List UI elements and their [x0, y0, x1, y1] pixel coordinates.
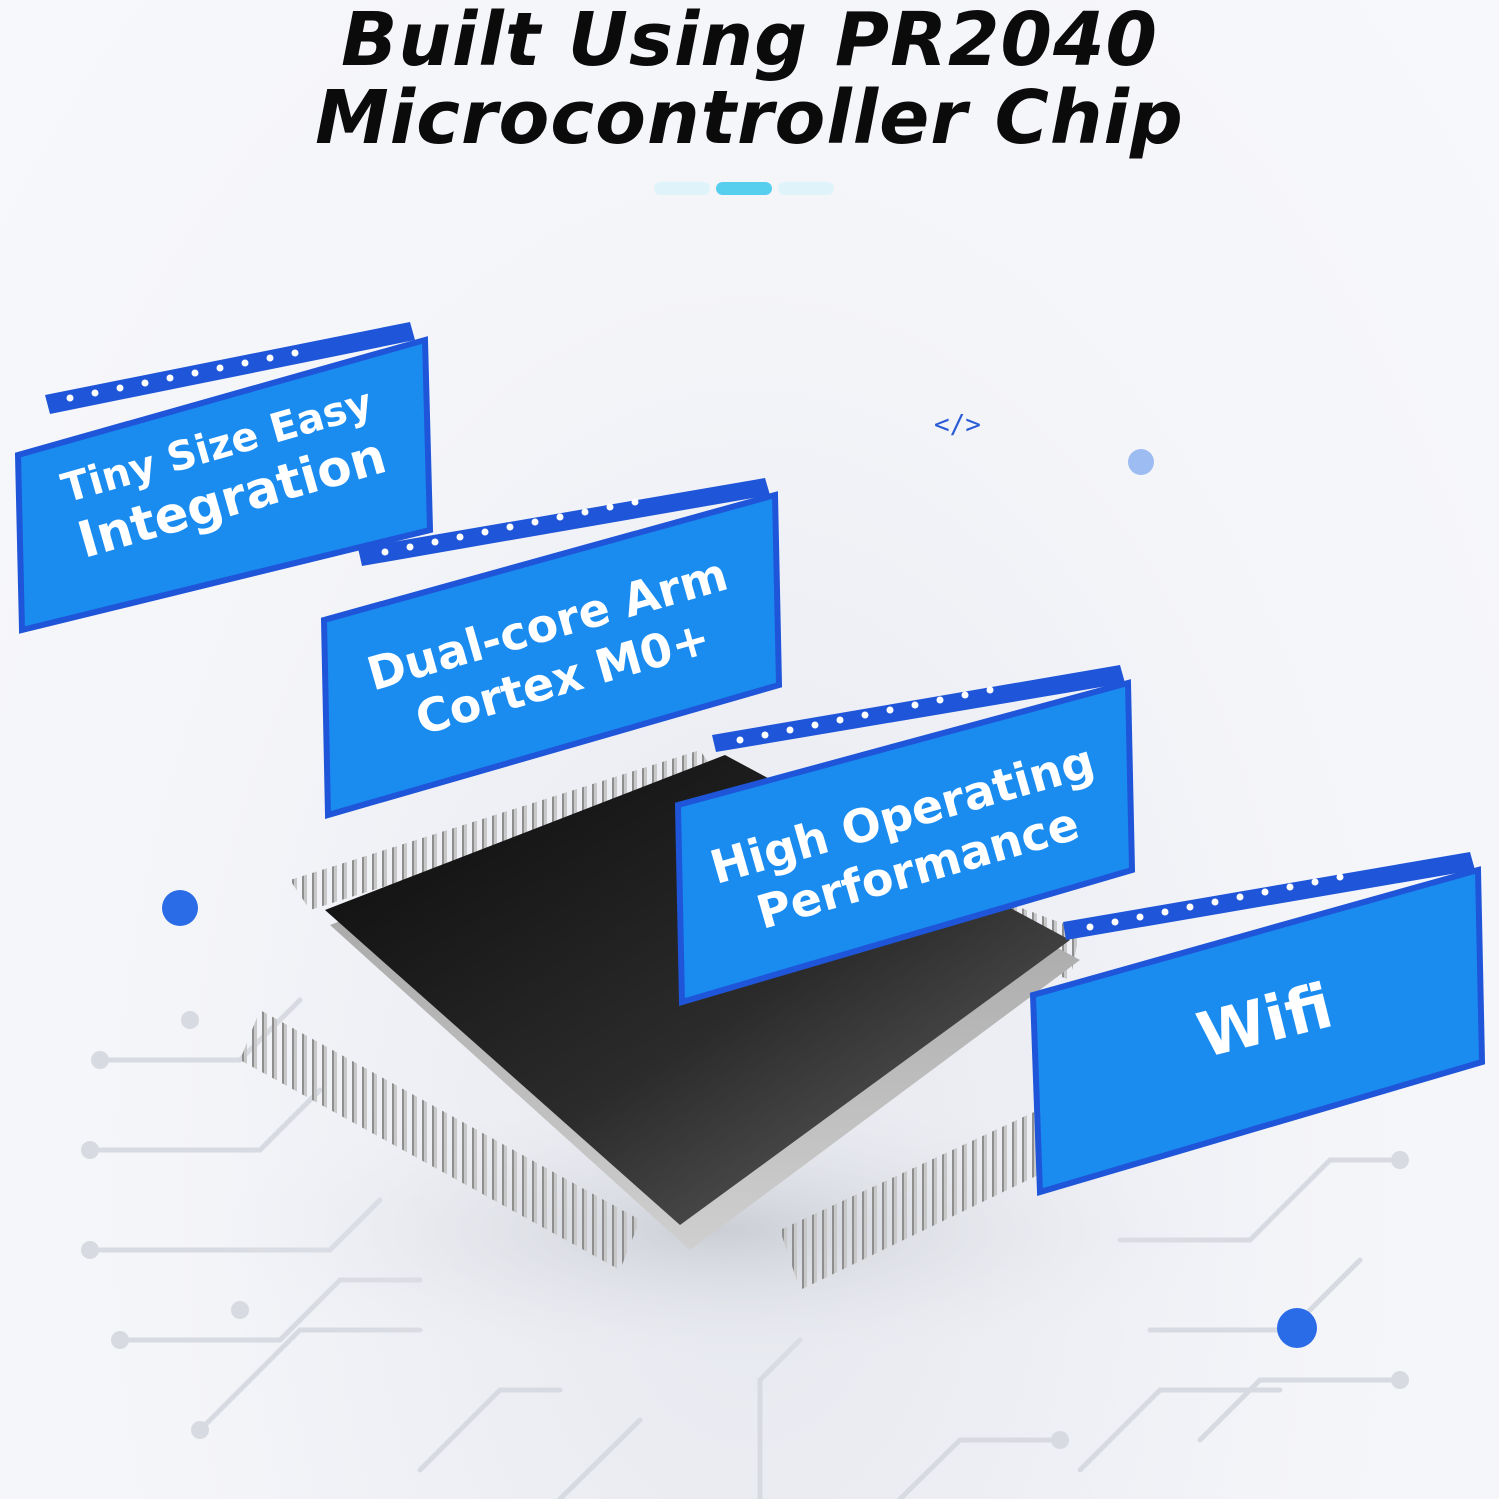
headline-line-1: Built Using PR2040 [340, 0, 1159, 83]
feature-tag-1 [14, 322, 434, 634]
decor-dot [162, 890, 198, 926]
headline-line-2: Microcontroller Chip [315, 75, 1184, 161]
carousel-indicator-active [716, 182, 772, 195]
feature-tag-4 [1029, 852, 1486, 1196]
decor-dot [1277, 1308, 1317, 1348]
carousel-indicator [778, 182, 834, 195]
decor-dot [1128, 449, 1154, 475]
feature-tag-2 [320, 478, 783, 819]
carousel-indicator [654, 182, 710, 195]
code-icon: </> [934, 410, 981, 440]
feature-tag-3 [674, 665, 1136, 1006]
circuit-nodes [81, 1011, 1409, 1449]
